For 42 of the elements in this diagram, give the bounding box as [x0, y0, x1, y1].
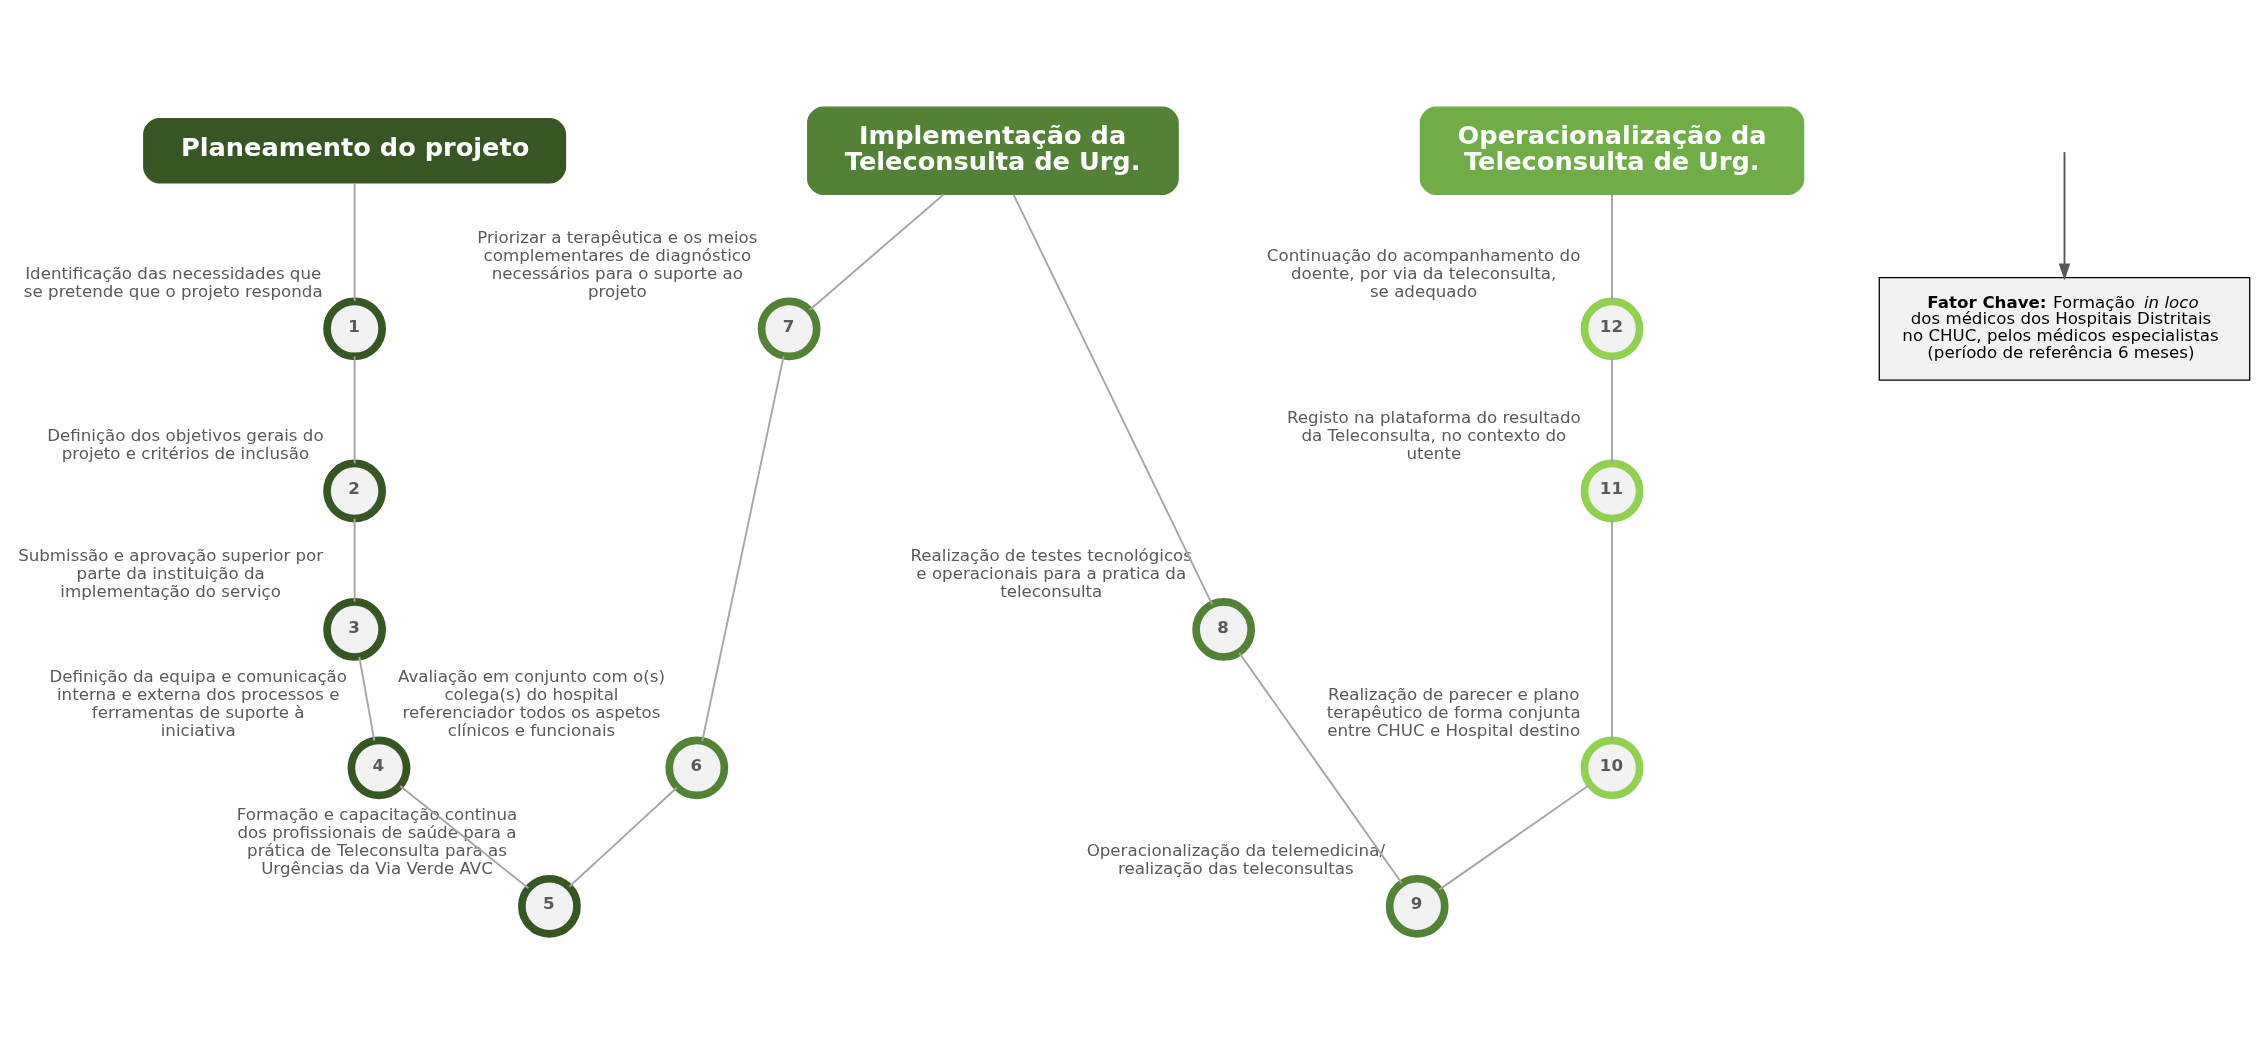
node-label: Realização de testes tecnológicos e operacionais para a pratica da teleconsulta — [910, 545, 1192, 601]
node-label: Registo na plataforma do resultado da Teleconsulta, no contexto do utente — [1287, 407, 1581, 463]
node-box: Operacionalização da Teleconsulta de Urg. — [1419, 106, 1805, 195]
connector — [353, 181, 356, 302]
node-box: Implementação da Teleconsulta de Urg. — [807, 106, 1179, 195]
node-label: Identificação das necessidades que se pretende que o projeto responda — [23, 263, 323, 301]
node-circle: 8 — [1192, 597, 1256, 661]
node-circle: 1 — [323, 296, 386, 360]
connector — [358, 655, 376, 741]
node-label: Definição da equipa e comunicação interna e externa dos processos e ferramentas de suporte à iniciativa — [49, 666, 347, 740]
connector — [1611, 517, 1613, 741]
node-circle: 4 — [347, 735, 411, 799]
node-box: Planeamento do projeto — [143, 117, 567, 183]
node-label: Definição dos objetivos gerais do projeto e critérios de inclusão — [47, 425, 324, 463]
node-circle: 2 — [323, 459, 386, 522]
connector — [701, 354, 785, 742]
node-circle: 3 — [323, 597, 386, 661]
node-circle: 6 — [665, 735, 729, 799]
connector — [1438, 783, 1591, 891]
node-box: Fator Chave: Formação in loco dos médicos dos Hospitais Distritais no CHUC, pelos médicos especialistas (período de referência 6 meses) — [1878, 276, 2251, 381]
node-label: Continuação do acompanhamento do doente, por via da teleconsulta, se adequado — [1266, 245, 1581, 301]
connector — [1238, 651, 1403, 884]
node-label: Priorizar a terapêutica e os meios complementares de diagnóstico necessários para o suporte ao projeto — [477, 227, 758, 301]
node-label: Submissão e aprovação superior por parte da instituição da implementação do serviço — [18, 545, 324, 601]
connector — [568, 786, 678, 887]
arrow — [2058, 150, 2071, 280]
node-label: Realização de parecer e plano terapêutico de forma conjunta entre CHUC e Hospital destino — [1326, 684, 1581, 740]
node-label: Operacionalização da telemedicina/ realização das teleconsultas — [1086, 840, 1385, 878]
connector — [1611, 193, 1613, 302]
connector — [353, 355, 356, 464]
connector — [1611, 355, 1613, 464]
node-circle: 7 — [757, 296, 821, 360]
node-circle: 10 — [1580, 735, 1644, 799]
connector — [1012, 193, 1214, 605]
node-circle: 12 — [1580, 296, 1644, 360]
connector — [808, 193, 945, 311]
node-circle: 11 — [1580, 459, 1644, 522]
node-circle: 9 — [1385, 874, 1449, 938]
node-circle: 5 — [518, 874, 581, 938]
connector — [399, 784, 530, 889]
node-label: Formação e capacitação continua dos profissionais de saúde para a prática de Teleconsulta para as Urgências da Via Verde AVC — [236, 804, 518, 878]
connector — [353, 517, 356, 603]
